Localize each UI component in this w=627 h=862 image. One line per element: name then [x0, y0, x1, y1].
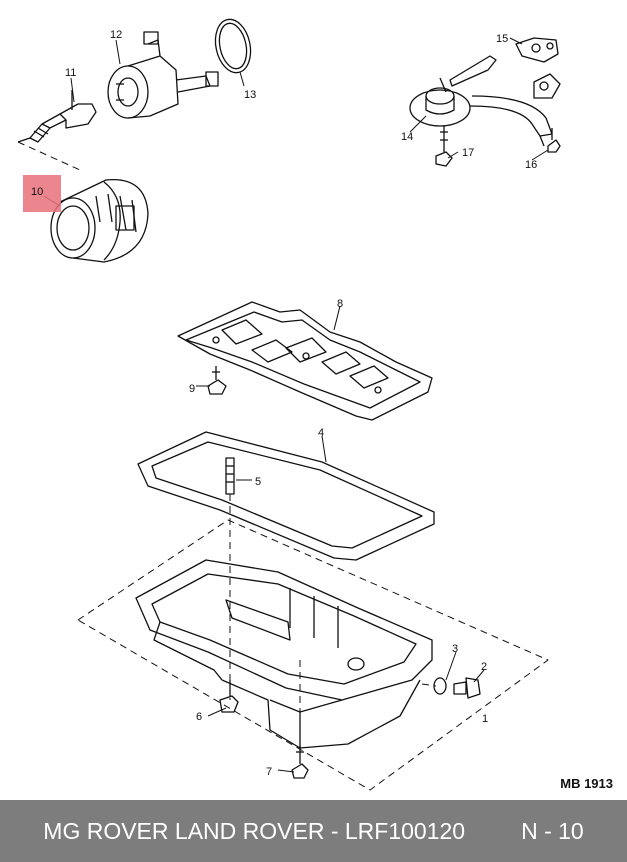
callout-3: 3 [452, 643, 458, 655]
footer-position-number: N - 10 [521, 817, 584, 844]
part-11-switch [17, 90, 97, 143]
parts-diagram: 1 2 3 4 5 6 7 8 9 10 11 12 13 14 15 16 1… [17, 18, 561, 791]
part-6-bolt [219, 680, 239, 713]
callout-15: 15 [496, 33, 508, 45]
part-7-bolt [291, 746, 309, 779]
assembly-dashed-lines [17, 141, 549, 791]
callout-1: 1 [482, 713, 488, 725]
callout-9: 9 [189, 383, 195, 395]
callout-8: 8 [337, 298, 343, 310]
diagram-reference: MB 1913 [560, 776, 613, 791]
part-8-baffle-plate [177, 301, 433, 421]
callout-4: 4 [318, 427, 324, 439]
part-17-bolt [435, 126, 453, 167]
callout-17: 17 [462, 147, 474, 159]
callout-6: 6 [196, 711, 202, 723]
callout-2: 2 [481, 661, 487, 673]
callout-11: 11 [65, 67, 76, 79]
part-5-stud [225, 457, 235, 495]
callout-16: 16 [525, 159, 537, 171]
callout-10: 10 [31, 186, 43, 198]
leader-lines [43, 37, 549, 773]
part-13-o-ring [214, 18, 252, 74]
callout-labels: 1 2 3 4 5 6 7 8 9 10 11 12 13 14 15 16 1… [31, 29, 537, 778]
part-9-bolt [207, 366, 227, 395]
part-16-bolt [547, 128, 561, 153]
part-12-oil-cooler-adaptor [107, 31, 219, 119]
callout-5: 5 [255, 476, 261, 488]
callout-12: 12 [110, 29, 122, 41]
highlight-box-part-10 [23, 175, 61, 212]
callout-14: 14 [401, 131, 413, 143]
footer-brand-part-number: MG ROVER LAND ROVER - LRF100120 [43, 817, 466, 844]
part-1-oil-sump [135, 559, 433, 749]
part-15-gasket [515, 37, 559, 63]
part-10-oil-filter [50, 178, 149, 263]
callout-7: 7 [266, 766, 272, 778]
footer-bar: MG ROVER LAND ROVER - LRF100120 N - 10 [0, 800, 627, 862]
part-2-drain-plug [453, 677, 481, 699]
part-4-sump-gasket [137, 431, 435, 561]
callout-13: 13 [244, 89, 256, 101]
part-14-oil-pickup [409, 55, 561, 147]
